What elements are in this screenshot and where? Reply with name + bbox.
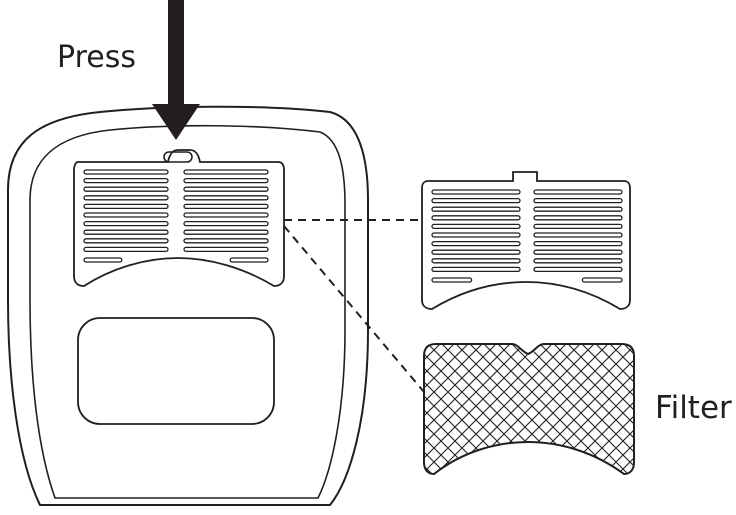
vent-slot — [431, 189, 521, 195]
unit-body — [7, 105, 369, 506]
vent-slot — [431, 223, 521, 230]
mesh-filter — [423, 343, 635, 476]
vent-slot — [83, 177, 169, 184]
vent-slot — [431, 232, 521, 238]
vent-slot — [83, 169, 169, 175]
vent-slot — [431, 277, 473, 283]
vent-slot — [183, 186, 269, 192]
vent-slot — [431, 215, 521, 221]
vent-slot — [533, 223, 623, 230]
vent-slot — [533, 266, 623, 273]
vent-slot — [533, 206, 623, 212]
vent-slot — [83, 186, 169, 192]
vent-slot — [83, 229, 169, 235]
vent-slot — [229, 257, 269, 263]
vent-slot — [83, 246, 169, 253]
vent-slot — [183, 238, 269, 244]
vent-slot — [431, 266, 521, 273]
vent-slot — [431, 206, 521, 212]
vent-slot — [431, 249, 521, 255]
vent-slot — [183, 246, 269, 253]
vent-slots — [431, 189, 623, 283]
vent-slot — [533, 232, 623, 238]
vent-slot — [183, 229, 269, 235]
installed-filter-cover — [73, 149, 285, 287]
vent-slot — [533, 215, 623, 221]
press-arrow — [152, 0, 200, 140]
leader-line-to-filter — [283, 225, 425, 393]
vent-slot — [83, 212, 169, 218]
vent-slot — [533, 197, 623, 204]
removed-filter-cover — [421, 171, 631, 310]
release-tab[interactable] — [163, 151, 193, 163]
leader-lines — [283, 219, 425, 393]
display-window — [77, 317, 275, 425]
vent-slot — [183, 220, 269, 227]
vent-slot — [183, 177, 269, 184]
vent-slot — [533, 189, 623, 195]
vent-slot — [431, 240, 521, 247]
vent-slot — [183, 169, 269, 175]
vent-slot — [581, 277, 623, 283]
press-label: Press — [57, 40, 136, 75]
vent-slot — [183, 195, 269, 201]
vent-slot — [533, 258, 623, 264]
vent-slot — [83, 220, 169, 227]
vent-slot — [183, 203, 269, 210]
filter-label: Filter — [655, 390, 732, 426]
vent-slot — [83, 203, 169, 210]
vent-slot — [83, 257, 123, 263]
vent-slot — [183, 212, 269, 218]
vent-slot — [431, 258, 521, 264]
vent-slot — [431, 197, 521, 204]
vent-slot — [83, 195, 169, 201]
vent-slot — [83, 238, 169, 244]
vent-slots — [83, 169, 269, 263]
vent-slot — [533, 249, 623, 255]
vent-slot — [533, 240, 623, 247]
